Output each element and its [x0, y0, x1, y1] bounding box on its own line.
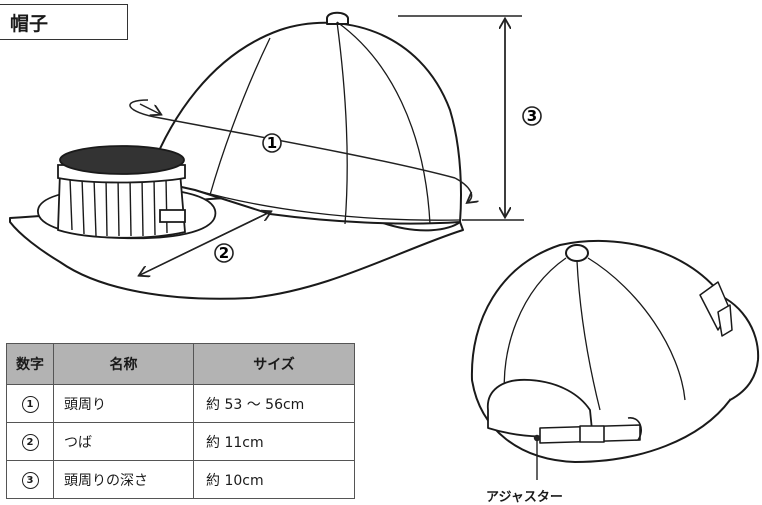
- callout-2: 2: [214, 243, 234, 263]
- fan-unit: [37, 145, 217, 240]
- table-row: 2 つば 約 11cm: [6, 422, 355, 461]
- svg-text:1: 1: [267, 134, 277, 152]
- svg-text:2: 2: [219, 244, 229, 262]
- cap-back-opening: [487, 379, 593, 438]
- header-size: サイズ: [193, 343, 355, 385]
- header-name: 名称: [53, 343, 194, 385]
- callout-3: 3: [522, 106, 542, 126]
- row-size: 約 11cm: [193, 422, 355, 461]
- size-table: 数字 名称 サイズ 1 頭周り 約 53 ～ 56cm 2 つば 約 11cm …: [6, 343, 355, 499]
- svg-text:3: 3: [527, 107, 537, 125]
- table-row: 3 頭周りの深さ 約 10cm: [6, 460, 355, 499]
- header-num: 数字: [6, 343, 54, 385]
- cap-crown: [149, 21, 462, 225]
- table-header-row: 数字 名称 サイズ: [6, 343, 355, 385]
- row-number: 2: [21, 433, 39, 451]
- cap-top-button: [326, 11, 349, 25]
- cap-back-view: [470, 239, 760, 463]
- row-size: 約 53 ～ 56cm: [193, 384, 355, 423]
- table-row: 1 頭周り 約 53 ～ 56cm: [6, 384, 355, 423]
- circumference-arrow: [129, 99, 472, 202]
- diagram-title: 帽子: [0, 4, 128, 40]
- fan-body: [57, 171, 186, 239]
- adjuster-label: アジャスター: [486, 490, 563, 505]
- brim-arrow: [140, 212, 270, 275]
- depth-arrow: [398, 15, 524, 221]
- callout-1: 1: [262, 133, 282, 153]
- row-number: 1: [21, 395, 39, 413]
- row-number: 3: [21, 471, 39, 489]
- fan-solar-panel: [59, 145, 185, 175]
- row-name: つば: [53, 422, 194, 461]
- cap-back-button: [565, 244, 589, 262]
- adjuster-pointer: [533, 434, 541, 480]
- row-name: 頭周り: [53, 384, 194, 423]
- row-size: 約 10cm: [193, 460, 355, 499]
- row-name: 頭周りの深さ: [53, 460, 194, 499]
